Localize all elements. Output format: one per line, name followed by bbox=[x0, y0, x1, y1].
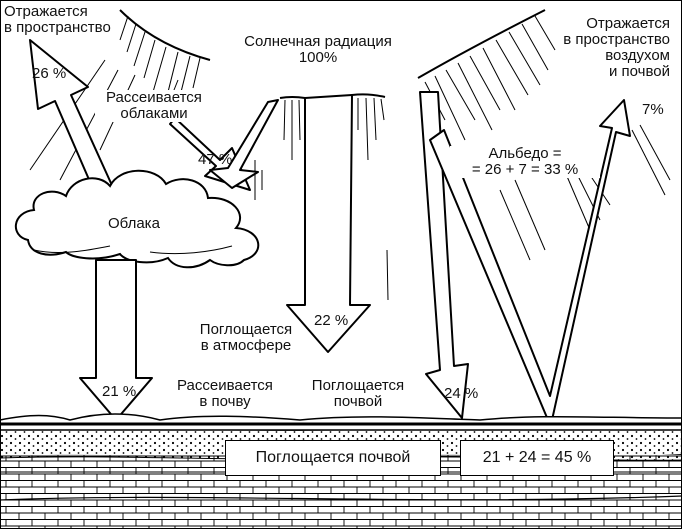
label-absorbed-soil-pct: 24 % bbox=[444, 385, 479, 402]
label-reflected-air-soil: Отражается в пространство воздухом и поч… bbox=[563, 15, 670, 80]
arrow-absorbed-atmosphere bbox=[286, 94, 371, 353]
label-reflect-space-pct: 26 % bbox=[32, 65, 67, 82]
label-reflect-space: Отражается в пространство bbox=[4, 3, 111, 36]
label-clouds: Облака bbox=[108, 215, 160, 232]
label-scattered-soil: Рассеивается в почву bbox=[177, 377, 273, 410]
label-scattered-clouds-pct: 47 % bbox=[198, 151, 233, 168]
absorbed-soil-box-text: Поглощается почвой bbox=[255, 449, 411, 466]
arrow-47-band bbox=[209, 99, 279, 189]
sum-box: 21 + 24 = 45 % bbox=[460, 440, 614, 476]
cloud-shape bbox=[14, 169, 260, 269]
label-scattered-soil-pct: 21 % bbox=[102, 383, 137, 400]
label-absorbed-soil: Поглощается почвой bbox=[311, 377, 405, 410]
sum-box-text: 21 + 24 = 45 % bbox=[482, 449, 592, 466]
label-reflected-air-soil-pct: 7% bbox=[642, 101, 664, 118]
absorbed-soil-box: Поглощается почвой bbox=[225, 440, 441, 476]
arrow-reflect-space bbox=[29, 39, 116, 199]
label-albedo: Альбедо = = 26 + 7 = 33 % bbox=[450, 146, 600, 178]
label-absorbed-atmosphere: Поглощается в атмосфере bbox=[199, 321, 293, 354]
arrow-scattered-soil bbox=[79, 259, 153, 421]
label-absorbed-atmosphere-pct: 22 % bbox=[314, 312, 349, 329]
label-scattered-clouds: Рассеивается облаками bbox=[95, 90, 213, 122]
label-solar-radiation: Солнечная радиация 100% bbox=[228, 34, 408, 66]
